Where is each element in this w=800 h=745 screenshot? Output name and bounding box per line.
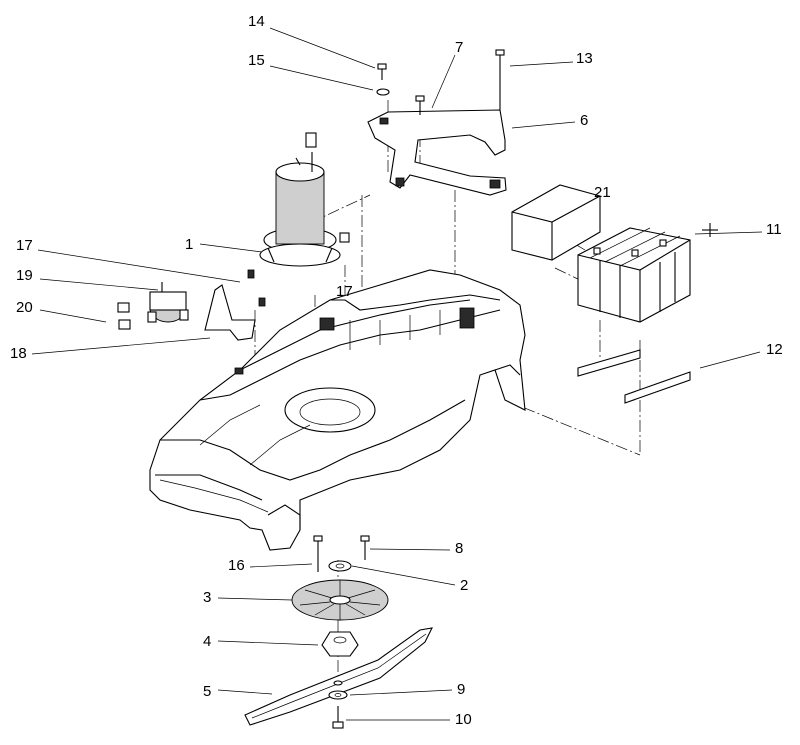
callout-15: 15 xyxy=(248,52,265,69)
callout-19: 19 xyxy=(16,267,33,284)
deck-housing xyxy=(149,269,526,551)
lower-bolts xyxy=(313,535,370,572)
switch-bracket xyxy=(204,269,266,341)
callout-14: 14 xyxy=(248,13,265,30)
callout-7: 7 xyxy=(455,39,464,56)
battery-cover xyxy=(511,184,601,261)
callout-16: 16 xyxy=(228,557,245,574)
callout-12: 12 xyxy=(766,341,783,358)
callout-21: 21 xyxy=(594,184,611,201)
solenoid xyxy=(147,282,189,323)
blade-adapter xyxy=(321,631,359,657)
screws xyxy=(117,302,131,330)
callout-20: 20 xyxy=(16,299,33,316)
batteries xyxy=(577,223,718,323)
callout-6: 6 xyxy=(580,112,589,129)
callout-17-upper: 17 xyxy=(16,237,33,254)
callout-18: 18 xyxy=(10,345,27,362)
callout-5: 5 xyxy=(203,683,212,700)
motor-nut xyxy=(339,232,350,243)
blade-washer xyxy=(328,690,348,700)
callout-4: 4 xyxy=(203,633,212,650)
callout-11: 11 xyxy=(766,221,782,238)
callout-8: 8 xyxy=(455,540,464,557)
motor xyxy=(259,132,341,267)
mower-blade xyxy=(244,627,433,726)
handle-bracket xyxy=(367,109,507,196)
callout-2: 2 xyxy=(460,577,469,594)
callout-13: 13 xyxy=(576,50,593,67)
blade-fan xyxy=(291,579,389,621)
battery-pads xyxy=(577,349,691,404)
callout-17-lower: 17 xyxy=(336,283,353,300)
callout-10: 10 xyxy=(455,711,472,728)
top-bolts xyxy=(376,49,505,115)
callout-1: 1 xyxy=(185,236,194,253)
callout-3: 3 xyxy=(203,589,212,606)
blade-bolt xyxy=(332,706,344,729)
callout-9: 9 xyxy=(457,681,466,698)
